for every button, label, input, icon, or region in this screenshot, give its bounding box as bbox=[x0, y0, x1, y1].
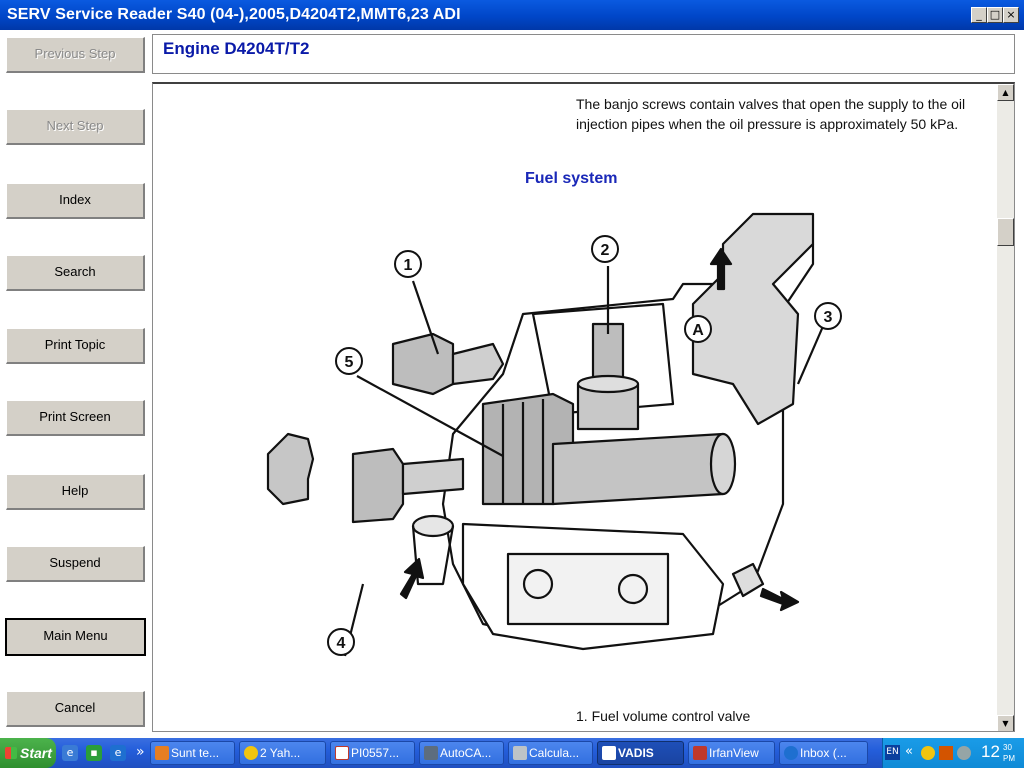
taskbar-item-sunt[interactable]: Sunt te... bbox=[150, 741, 235, 765]
help-button[interactable]: Help bbox=[6, 474, 145, 510]
cancel-button[interactable]: Cancel bbox=[6, 691, 145, 727]
taskbar-item-irfanview[interactable]: IrfanView bbox=[688, 741, 775, 765]
start-label: Start bbox=[20, 745, 52, 761]
callout-5 bbox=[335, 347, 363, 375]
taskbar-item-label: AutoCA... bbox=[440, 746, 492, 760]
internet-explorer-icon bbox=[784, 746, 798, 760]
volume-tray-icon[interactable] bbox=[957, 746, 971, 760]
callout-2 bbox=[591, 235, 619, 263]
callout-4-label: 4 bbox=[337, 635, 346, 652]
taskbar-item-label: VADIS bbox=[618, 746, 654, 760]
taskbar-item-label: Inbox (... bbox=[800, 746, 847, 760]
vertical-scrollbar[interactable]: ▲ ▼ bbox=[997, 84, 1014, 731]
content-pane: The banjo screws contain valves that ope… bbox=[152, 82, 1015, 732]
window-title-bar[interactable]: SERV Service Reader S40 (04-),2005,D4204… bbox=[0, 0, 1024, 30]
pdf-icon bbox=[335, 746, 349, 760]
list-item: 1. Fuel volume control valve bbox=[576, 708, 751, 724]
scroll-up-button[interactable]: ▲ bbox=[997, 84, 1014, 101]
taskbar-item-label: Calcula... bbox=[529, 746, 580, 760]
callout-3-label: 3 bbox=[824, 309, 833, 326]
minimize-button[interactable]: _ bbox=[971, 7, 987, 23]
page-title: Engine D4204T/T2 bbox=[163, 39, 310, 58]
print-screen-button[interactable]: Print Screen bbox=[6, 400, 145, 436]
windows-logo-icon bbox=[5, 747, 17, 759]
autocad-icon bbox=[424, 746, 438, 760]
description-paragraph: The banjo screws contain valves that ope… bbox=[576, 96, 966, 132]
window-title: SERV Service Reader S40 (04-),2005,D4204… bbox=[7, 6, 461, 23]
callout-A bbox=[684, 315, 712, 343]
taskbar-item-calculator[interactable]: Calcula... bbox=[508, 741, 593, 765]
browser-quicklaunch-icon[interactable]: e bbox=[110, 745, 126, 761]
taskbar: Start e ▪ e » Sunt te... 2 Yah... PI0557… bbox=[0, 738, 1024, 768]
print-topic-button[interactable]: Print Topic bbox=[6, 328, 145, 364]
topic-header: Engine D4204T/T2 bbox=[152, 34, 1015, 74]
callout-2-label: 2 bbox=[601, 242, 610, 259]
language-indicator[interactable]: EN bbox=[885, 745, 900, 760]
taskbar-item-pdf[interactable]: PI0557... bbox=[330, 741, 415, 765]
close-button[interactable]: × bbox=[1003, 7, 1019, 23]
network-tray-icon[interactable] bbox=[939, 746, 953, 760]
media-quicklaunch-icon[interactable]: ▪ bbox=[86, 745, 102, 761]
callout-3 bbox=[814, 302, 842, 330]
search-button[interactable]: Search bbox=[6, 255, 145, 291]
previous-step-button[interactable]: Previous Step bbox=[6, 37, 145, 73]
index-button[interactable]: Index bbox=[6, 183, 145, 219]
callout-1-label: 1 bbox=[404, 257, 413, 274]
messenger-tray-icon[interactable] bbox=[921, 746, 935, 760]
ie-quicklaunch-icon[interactable]: e bbox=[62, 745, 78, 761]
fuel-pump-diagram: 1 2 3 4 5 A B C bbox=[266, 212, 842, 657]
tray-expand-icon[interactable]: « bbox=[905, 744, 913, 759]
taskbar-item-autocad[interactable]: AutoCA... bbox=[419, 741, 504, 765]
irfanview-icon bbox=[693, 746, 707, 760]
quicklaunch-chevron-icon[interactable]: » bbox=[136, 744, 145, 760]
firefox-icon bbox=[155, 746, 169, 760]
yahoo-messenger-icon bbox=[244, 746, 258, 760]
next-step-button[interactable]: Next Step bbox=[6, 109, 145, 145]
callout-A-label: A bbox=[692, 322, 704, 339]
clock-hour: 12 bbox=[981, 742, 1000, 761]
suspend-button[interactable]: Suspend bbox=[6, 546, 145, 582]
taskbar-item-vadis[interactable]: VADIS bbox=[597, 741, 684, 765]
taskbar-item-label: Sunt te... bbox=[171, 746, 220, 760]
start-button[interactable]: Start bbox=[0, 738, 56, 768]
taskbar-item-yahoo[interactable]: 2 Yah... bbox=[239, 741, 326, 765]
calculator-icon bbox=[513, 746, 527, 760]
taskbar-item-label: PI0557... bbox=[351, 746, 400, 760]
main-menu-button[interactable]: Main Menu bbox=[5, 618, 146, 656]
section-heading: Fuel system bbox=[525, 170, 618, 187]
vadis-icon bbox=[602, 746, 616, 760]
scroll-down-button[interactable]: ▼ bbox=[997, 715, 1014, 731]
taskbar-item-label: 2 Yah... bbox=[260, 746, 301, 760]
callout-4 bbox=[327, 628, 355, 656]
callout-5-label: 5 bbox=[345, 354, 354, 371]
scroll-thumb[interactable] bbox=[997, 218, 1014, 246]
callout-1 bbox=[394, 250, 422, 278]
maximize-button[interactable]: □ bbox=[987, 7, 1003, 23]
taskbar-item-label: IrfanView bbox=[709, 746, 759, 760]
taskbar-item-inbox[interactable]: Inbox (... bbox=[779, 741, 868, 765]
navigation-panel: Previous Step Next Step Index Search Pri… bbox=[0, 30, 150, 738]
